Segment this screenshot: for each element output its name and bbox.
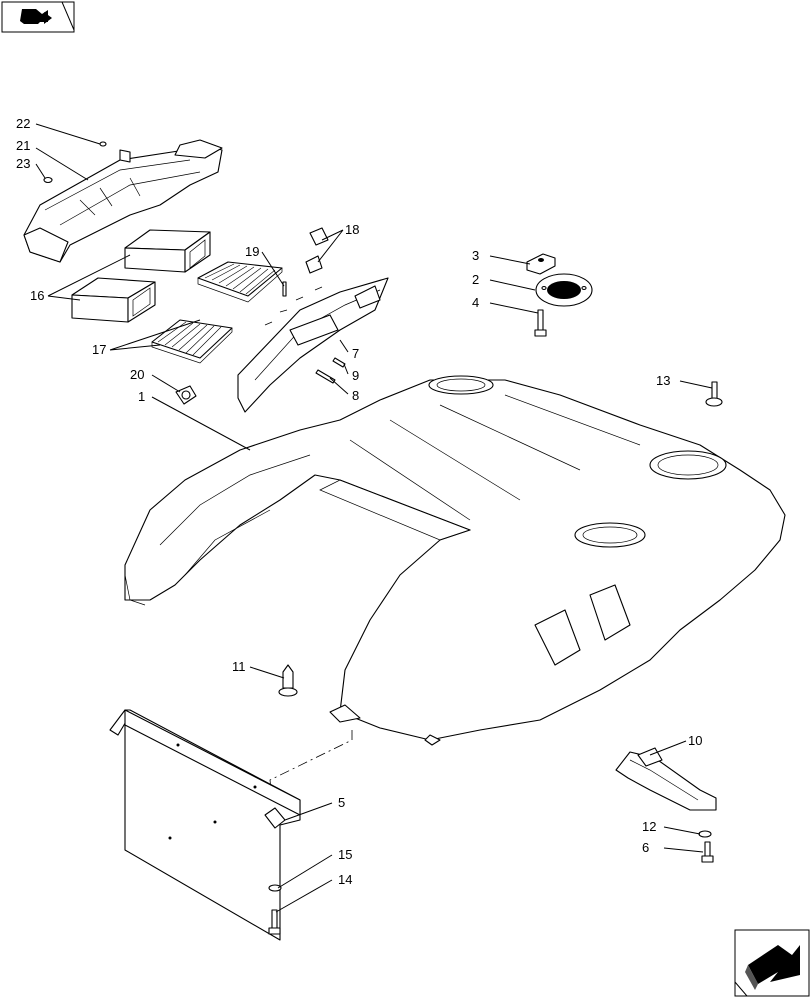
callout-22: 22 [16, 116, 30, 131]
part-20-plug [175, 385, 197, 405]
part-9-screw [332, 357, 346, 368]
callout-19: 19 [245, 244, 259, 259]
part-10-handle [615, 747, 717, 811]
part-14-bolt [268, 909, 281, 935]
callout-15: 15 [338, 847, 352, 862]
part-16-vent-lower [71, 277, 156, 323]
callout-4: 4 [472, 295, 479, 310]
callout-5: 5 [338, 795, 345, 810]
callout-14: 14 [338, 872, 352, 887]
callout-23: 23 [16, 156, 30, 171]
part-2-speaker [535, 273, 593, 307]
part-7-console-panel [237, 277, 389, 413]
part-11-rivet [278, 664, 298, 697]
part-21-duct [23, 139, 223, 263]
part-5-bracket [109, 709, 301, 941]
callout-3: 3 [472, 248, 479, 263]
callout-12: 12 [642, 819, 656, 834]
part-8-screw [315, 369, 336, 384]
callout-16: 16 [30, 288, 44, 303]
part-12-washer [698, 830, 712, 838]
part-18-clip-a [309, 227, 329, 246]
part-23-ring [43, 176, 53, 184]
next-page-arrow-icon[interactable] [734, 929, 810, 997]
callout-1: 1 [138, 389, 145, 404]
part-19-pin [282, 281, 287, 297]
part-15-washer [268, 884, 282, 892]
part-13-screw [705, 381, 723, 407]
callout-labels: 22 21 23 16 17 19 18 3 2 4 7 9 8 20 1 13… [16, 116, 702, 887]
callout-6: 6 [642, 840, 649, 855]
callout-17: 17 [92, 342, 106, 357]
callout-7: 7 [352, 346, 359, 361]
callout-20: 20 [130, 367, 144, 382]
part-22-clip [99, 141, 107, 147]
part-16-vent-upper [124, 229, 211, 273]
book-arrow-icon[interactable] [1, 1, 75, 33]
callout-2: 2 [472, 272, 479, 287]
callout-8: 8 [352, 388, 359, 403]
callout-13: 13 [656, 373, 670, 388]
part-3-nut [526, 253, 556, 275]
part-6-bolt [701, 841, 714, 863]
callout-9: 9 [352, 368, 359, 383]
part-17-grille-lower [151, 319, 233, 364]
leader-lines [35, 123, 713, 913]
callout-10: 10 [688, 733, 702, 748]
part-4-screw [534, 309, 547, 337]
part-17-grille-upper [197, 261, 283, 303]
callout-11: 11 [232, 659, 246, 674]
callout-18: 18 [345, 222, 359, 237]
part-1-headliner [124, 375, 786, 746]
part-18-clip-b [305, 255, 323, 274]
callout-21: 21 [16, 138, 30, 153]
